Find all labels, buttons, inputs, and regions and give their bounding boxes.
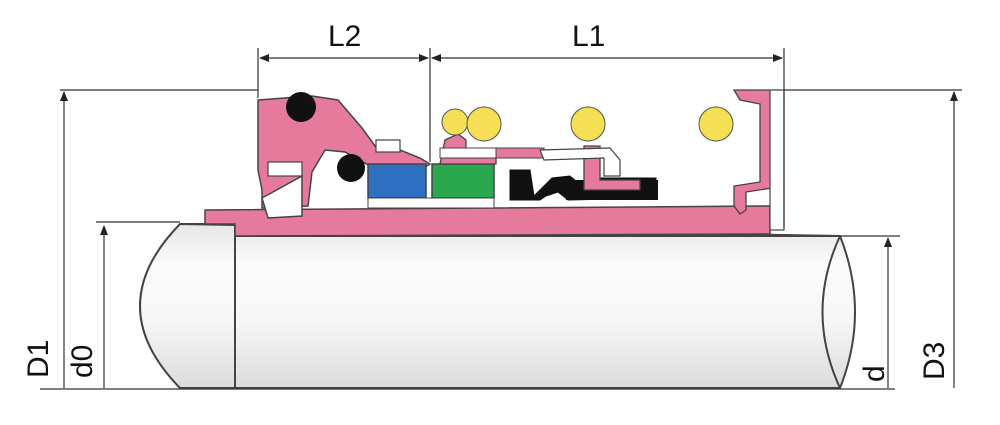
face-holder-cap [439, 147, 497, 159]
o-ring-middle [337, 154, 365, 182]
label-D3: D3 [918, 342, 951, 380]
label-d: d [858, 365, 891, 382]
shaft [139, 222, 856, 389]
seat-groove [375, 139, 401, 153]
shaft-right-end [821, 235, 841, 389]
label-D1: D1 [22, 340, 55, 378]
dimension-lines [40, 48, 962, 390]
spring-4 [698, 106, 734, 142]
o-ring-top [286, 92, 316, 122]
spring-3 [570, 106, 606, 142]
label-L1: L1 [572, 20, 605, 53]
rotating-face-green [431, 163, 495, 199]
stationary-face-blue [367, 163, 427, 199]
face-gasket [367, 197, 495, 209]
retainer-end-plate [769, 89, 785, 231]
shaft-body [139, 222, 856, 389]
seal-assembly [204, 89, 785, 237]
seat-notch [267, 161, 303, 177]
spring-1 [441, 108, 469, 136]
drive-collar [539, 147, 621, 177]
spring-2 [466, 106, 502, 142]
label-d0: d0 [66, 345, 99, 378]
seat-wedge [261, 174, 303, 219]
holder-strip [495, 147, 545, 159]
label-L2: L2 [328, 20, 361, 53]
